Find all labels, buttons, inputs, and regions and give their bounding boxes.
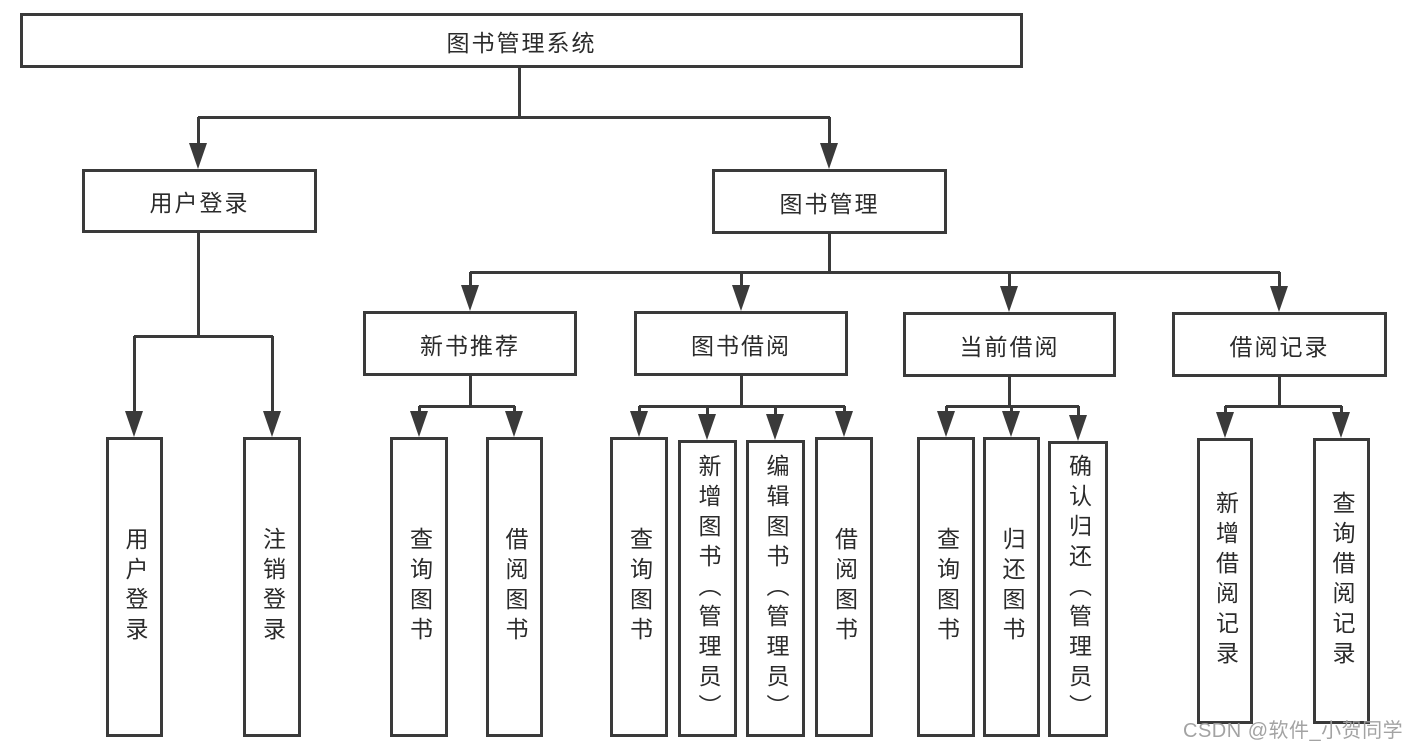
connector-line-vertical	[1224, 406, 1227, 415]
diagram-node-leaf-b-add: 新增图书（管理员）	[678, 440, 737, 737]
node-label: 图书管理系统	[446, 29, 597, 56]
arrowhead-down-icon	[698, 414, 716, 440]
connector-line-vertical	[740, 272, 743, 287]
node-label: 查询图书	[626, 527, 653, 647]
diagram-node-leaf-c-confirm: 确认归还（管理员）	[1048, 441, 1108, 737]
connector-line-horizontal	[946, 405, 1079, 408]
connector-line-vertical	[197, 117, 200, 145]
node-label: 当前借阅	[959, 333, 1060, 360]
diagram-node-leaf-nb-query: 查询图书	[390, 437, 448, 737]
arrowhead-down-icon	[732, 285, 750, 311]
node-label: 用户登录	[149, 190, 250, 216]
arrowhead-down-icon	[820, 143, 838, 169]
diagram-node-leaf-b-edit: 编辑图书（管理员）	[746, 440, 805, 737]
node-label: 注销登录	[259, 527, 286, 647]
node-label: 编辑图书（管理员）	[763, 453, 789, 724]
connector-line-horizontal	[1225, 405, 1342, 408]
connector-line-vertical	[271, 336, 274, 414]
arrowhead-down-icon	[1216, 412, 1234, 438]
diagram-node-root: 图书管理系统	[20, 13, 1023, 68]
connector-line-vertical	[740, 376, 743, 407]
node-label: 新增借阅记录	[1212, 491, 1239, 671]
arrowhead-down-icon	[1332, 412, 1350, 438]
connector-line-vertical	[638, 406, 641, 414]
node-label: 新增图书（管理员）	[695, 453, 721, 724]
node-label: 归还图书	[999, 527, 1025, 647]
arrowhead-down-icon	[630, 411, 648, 437]
connector-line-vertical	[1278, 377, 1281, 407]
connector-line-vertical	[945, 406, 948, 414]
connector-line-vertical	[518, 68, 521, 118]
connector-line-vertical	[469, 376, 472, 407]
connector-line-horizontal	[134, 335, 273, 338]
node-label: 查询图书	[406, 527, 433, 647]
diagram-node-records: 借阅记录	[1172, 312, 1387, 377]
connector-line-vertical	[1077, 406, 1080, 416]
diagram-node-login: 用户登录	[82, 169, 317, 233]
connector-line-horizontal	[639, 405, 845, 408]
connector-line-vertical	[706, 406, 709, 414]
node-label: 图书管理	[779, 190, 880, 217]
diagram-node-leaf-r-add: 新增借阅记录	[1197, 438, 1253, 724]
connector-line-vertical	[828, 234, 831, 273]
connector-line-vertical	[469, 272, 472, 287]
connector-line-vertical	[1340, 406, 1343, 415]
diagram-node-newbook: 新书推荐	[363, 311, 577, 376]
arrowhead-down-icon	[766, 414, 784, 440]
connector-line-horizontal	[198, 116, 830, 119]
node-label: 借阅图书	[831, 527, 858, 647]
diagram-node-leaf-logout: 注销登录	[243, 437, 301, 737]
connector-line-vertical	[513, 406, 516, 414]
connector-line-horizontal	[419, 405, 515, 408]
diagram-node-mgmt: 图书管理	[712, 169, 947, 234]
diagram-node-leaf-c-query: 查询图书	[917, 437, 975, 737]
arrowhead-down-icon	[835, 411, 853, 437]
arrowhead-down-icon	[189, 143, 207, 169]
arrowhead-down-icon	[461, 285, 479, 311]
connector-line-vertical	[133, 336, 136, 414]
node-label: 新书推荐	[420, 332, 520, 359]
connector-line-vertical	[1278, 272, 1281, 287]
diagram-node-leaf-nb-borrow: 借阅图书	[486, 437, 543, 737]
node-label: 借阅记录	[1229, 333, 1330, 360]
arrowhead-down-icon	[937, 411, 955, 437]
arrowhead-down-icon	[1270, 286, 1288, 312]
csdn-watermark: CSDN @软件_小贺同学	[1183, 720, 1404, 742]
connector-line-vertical	[197, 233, 200, 337]
arrowhead-down-icon	[410, 411, 428, 437]
arrowhead-down-icon	[1000, 286, 1018, 312]
connector-line-vertical	[1008, 377, 1011, 407]
connector-line-vertical	[843, 406, 846, 414]
node-label: 用户登录	[122, 527, 148, 647]
diagram-node-borrow: 图书借阅	[634, 311, 848, 376]
diagram-node-leaf-user-login: 用户登录	[106, 437, 163, 737]
diagram-node-leaf-r-query: 查询借阅记录	[1313, 438, 1370, 724]
arrowhead-down-icon	[125, 411, 143, 437]
arrowhead-down-icon	[263, 411, 281, 437]
connector-line-vertical	[774, 406, 777, 414]
arrowhead-down-icon	[1002, 411, 1020, 437]
diagram-node-leaf-b-query: 查询图书	[610, 437, 668, 737]
arrowhead-down-icon	[1069, 415, 1087, 441]
connector-line-vertical	[418, 406, 421, 414]
node-label: 查询借阅记录	[1329, 491, 1355, 671]
arrowhead-down-icon	[505, 411, 523, 437]
diagram-node-leaf-c-return: 归还图书	[983, 437, 1040, 737]
connector-line-vertical	[828, 117, 831, 145]
node-label: 图书借阅	[691, 332, 791, 359]
connector-line-vertical	[1008, 272, 1011, 287]
node-label: 确认归还（管理员）	[1065, 454, 1092, 724]
connector-line-vertical	[1010, 406, 1013, 414]
diagram-node-leaf-b-borrow: 借阅图书	[815, 437, 873, 737]
node-label: 借阅图书	[502, 527, 528, 647]
node-label: 查询图书	[933, 527, 960, 647]
diagram-node-current: 当前借阅	[903, 312, 1116, 377]
connector-line-horizontal	[470, 271, 1280, 274]
